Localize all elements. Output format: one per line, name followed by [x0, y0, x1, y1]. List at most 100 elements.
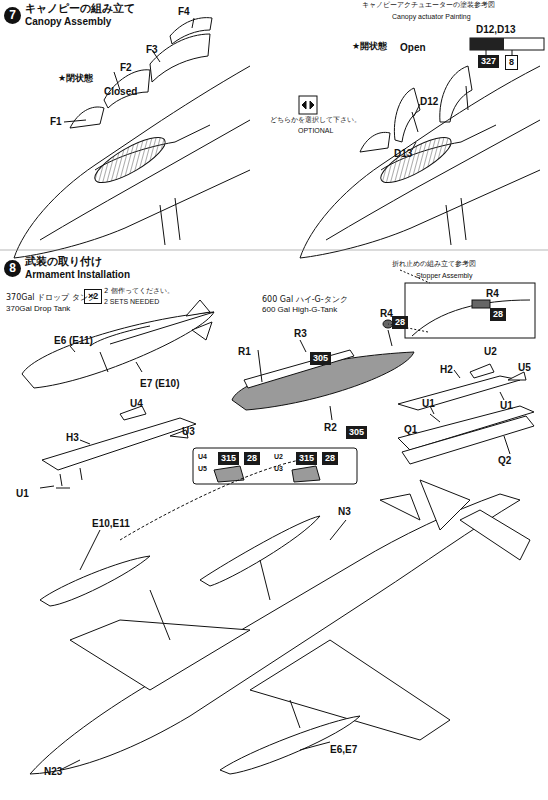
paint-number: 305 — [313, 353, 328, 363]
aircraft — [30, 460, 530, 774]
part-number: U1 — [500, 400, 513, 411]
part-number: U3 — [182, 426, 195, 437]
part-number: E10,E11 — [92, 518, 130, 529]
paint-callout: 28 — [244, 452, 260, 465]
note-text: Stopper Assembly — [416, 272, 472, 280]
part-number: U3 — [274, 465, 283, 473]
stopper-part — [472, 300, 490, 308]
part-number: N3 — [338, 506, 351, 517]
swatch-shape — [292, 466, 320, 482]
paint-number: 28 — [325, 453, 335, 463]
paint-number: 8 — [509, 57, 514, 67]
canopy-open-view — [299, 66, 540, 258]
note-text: 600 Gal High-G-Tank — [262, 306, 337, 315]
fuselage — [30, 494, 520, 774]
paint-callout: 28 — [392, 316, 408, 329]
tank-fin — [186, 300, 212, 340]
launcher-Q2 — [402, 416, 534, 464]
step-heading: 8武装の取り付けArmament Installation — [4, 256, 130, 280]
stabilator — [460, 510, 530, 560]
leader-line — [60, 520, 346, 770]
stabilator — [380, 494, 420, 520]
part-number: R2 — [324, 422, 337, 433]
right-wing — [250, 640, 450, 740]
actuator-bar — [470, 38, 544, 50]
adapter-U4-U3 — [120, 406, 188, 438]
step-number: 8 — [4, 260, 21, 277]
part-number: D12 — [420, 96, 438, 107]
note-text: OPTIONAL — [298, 127, 333, 135]
canopy-closed-view — [14, 18, 250, 258]
paint-number: 315 — [299, 453, 314, 463]
note-text: 2 個作ってください。 — [104, 288, 174, 296]
part-number: H3 — [66, 432, 79, 443]
note-text: どちらかを選択して下さい。 — [270, 117, 361, 125]
paint-callout: 305 — [310, 352, 331, 365]
part-number: ★開状態 — [352, 42, 387, 52]
pylon-H2 — [398, 376, 520, 410]
part-number: U4 — [198, 453, 207, 461]
adapter-U2-U5 — [470, 364, 526, 380]
pylon-left — [40, 406, 196, 488]
part-number: F4 — [178, 6, 190, 17]
windshield — [360, 132, 390, 152]
part-number: Closed — [104, 86, 137, 97]
part-number: U2 — [274, 453, 283, 461]
note-text: Canopy actuator Painting — [392, 13, 471, 21]
part-number: Q2 — [498, 455, 511, 466]
step-title: Armament Installation — [25, 269, 130, 281]
note-text: 370Gal Drop Tank — [6, 305, 70, 314]
intake-line — [446, 198, 466, 245]
part-number: U1 — [16, 488, 29, 499]
wing-tank-left — [40, 556, 150, 606]
pylon-H3 — [42, 418, 196, 470]
paint-number: 28 — [247, 453, 257, 463]
part-number: D13 — [394, 148, 412, 159]
actuator-dark — [470, 38, 504, 50]
leader-line — [64, 18, 194, 122]
part-number: E7 (E10) — [140, 378, 179, 389]
part-number: ★閉状態 — [58, 74, 93, 84]
part-number: D12,D13 — [476, 24, 515, 35]
note-text: キャノピーアクチュエーターの塗装参考図 — [362, 2, 495, 10]
centre-tank — [200, 516, 320, 586]
stopper-inset — [405, 283, 535, 338]
part-number: F2 — [120, 62, 132, 73]
step-divider — [0, 250, 548, 251]
part-number: F1 — [50, 116, 62, 127]
pylon-seam — [90, 326, 150, 346]
part-number: H2 — [440, 364, 453, 375]
part-number: N23 — [44, 766, 62, 777]
note-text: 2 SETS NEEDED — [104, 298, 159, 306]
paint-callout: 327 — [478, 55, 499, 68]
inset-line — [388, 270, 430, 332]
left-wing — [70, 620, 250, 690]
lug-U1 — [56, 468, 82, 488]
swatch-shape — [214, 466, 244, 482]
step-title: Canopy Assembly — [25, 16, 135, 28]
heading-group: 武装の取り付けArmament Installation — [25, 256, 130, 280]
part-number: U1 — [422, 398, 435, 409]
high-g-tank — [232, 270, 535, 420]
front-canopy — [104, 70, 150, 108]
drop-tank — [22, 300, 214, 388]
leader-line — [258, 340, 332, 420]
actuator-painting — [470, 38, 544, 55]
cockpit — [89, 130, 170, 191]
part-number: U4 — [130, 398, 143, 409]
paint-callout: 8 — [505, 55, 518, 70]
paint-number: 28 — [493, 309, 503, 319]
inset-frame — [193, 448, 357, 484]
fuselage-line — [14, 170, 250, 258]
stopper-outline — [412, 300, 530, 336]
part-number: Open — [400, 42, 426, 53]
part-number: U2 — [484, 346, 497, 357]
canopy-actuator — [412, 86, 468, 132]
note-text: 折れ止めの組み立て参考図 — [392, 261, 476, 269]
paint-number: 327 — [481, 56, 496, 66]
tank-seam — [100, 312, 214, 372]
fin — [420, 480, 470, 530]
paint-number: 305 — [349, 427, 364, 437]
part-number: R1 — [238, 346, 251, 357]
pylons-right — [398, 364, 534, 464]
